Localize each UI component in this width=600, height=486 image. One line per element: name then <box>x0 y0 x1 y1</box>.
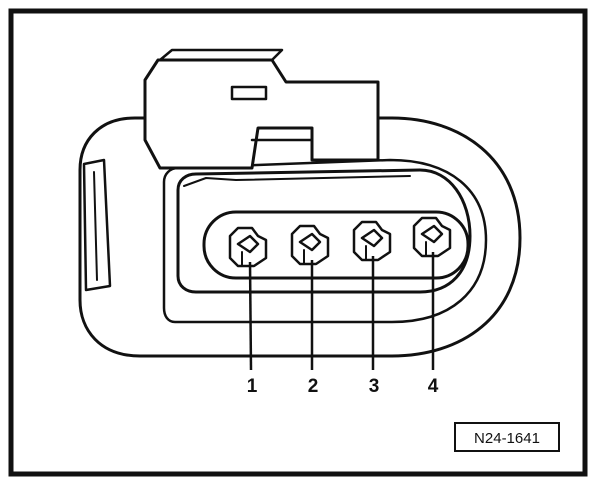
pin-label-1: 1 <box>247 376 258 397</box>
pin-label-3: 3 <box>369 376 380 397</box>
left-side-slot <box>82 158 112 292</box>
terminal-cavity-1 <box>228 226 268 268</box>
terminal-cavity-3 <box>352 220 392 262</box>
leader-lines <box>248 252 435 371</box>
latch-tab <box>158 48 284 62</box>
pin-window <box>202 210 470 280</box>
reference-code: N24-1641 <box>474 430 540 447</box>
pin-label-4: 4 <box>428 376 439 397</box>
leader-line-1 <box>248 261 253 371</box>
connector-housing <box>78 48 522 358</box>
terminal-cavity-2 <box>290 224 330 266</box>
left-slot-line <box>93 171 98 281</box>
terminal-cavity-4 <box>412 216 452 258</box>
reference-box <box>454 422 560 452</box>
pin-label-2: 2 <box>308 376 319 397</box>
latch-window <box>230 85 268 101</box>
insert-top-edge <box>183 175 411 187</box>
